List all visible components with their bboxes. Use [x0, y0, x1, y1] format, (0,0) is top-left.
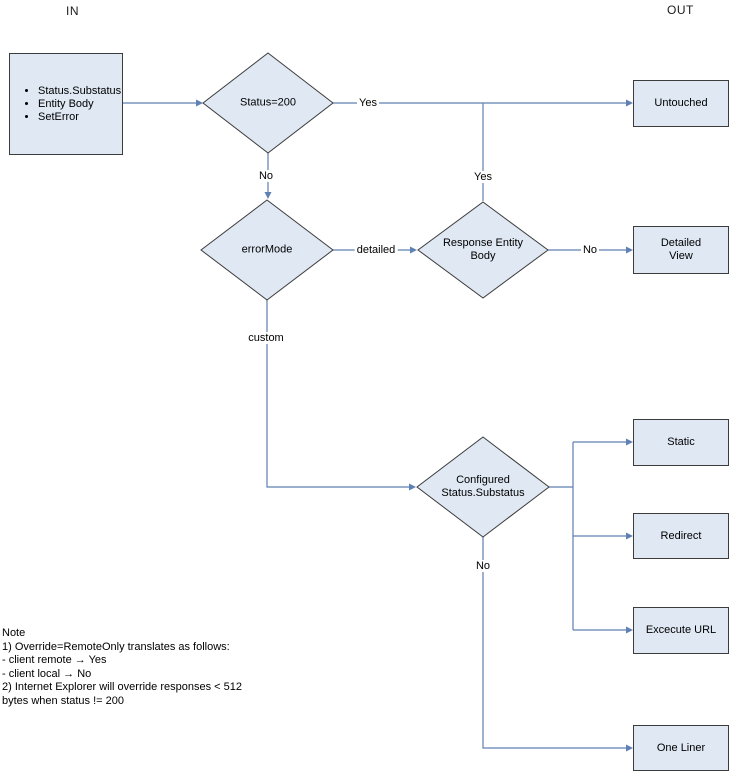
decision-response-entity-body-label: Response Entity Body — [442, 237, 524, 262]
note-line: bytes when status != 200 — [2, 694, 124, 707]
decision-configured-status-substatus-label: Configured Status.Substatus — [441, 474, 525, 499]
input-item-seterror: SetError — [38, 111, 122, 124]
arrowhead-to-static — [626, 438, 633, 446]
arrowhead-to-redirect — [626, 532, 633, 540]
output-one-liner: One Liner — [633, 725, 729, 771]
in-label: IN — [66, 4, 79, 18]
input-item-status-substatus: Status.Substatus — [38, 85, 122, 98]
note-line: Note — [2, 627, 26, 639]
note-line: 2) Internet Explorer will override respo… — [2, 681, 242, 693]
note-line: - client remote → Yes — [2, 654, 107, 666]
edge-label-mode-custom: custom — [246, 332, 286, 344]
arrowhead-no-to-one-liner — [626, 744, 633, 752]
edge-configured-no-to-one-liner — [482, 537, 626, 749]
arrowhead-no-to-detailed-view — [626, 246, 633, 254]
output-detailed-view-label: Detailed View — [660, 237, 702, 262]
output-detailed-view: Detailed View — [633, 226, 729, 274]
edge-configured-branch-trunk — [549, 442, 574, 630]
edge-label-status-yes: Yes — [357, 97, 379, 109]
output-execute-url: Excecute URL — [633, 607, 729, 654]
arrowhead-custom-to-configured — [409, 483, 416, 491]
edge-label-mode-detailed: detailed — [354, 244, 398, 256]
decision-configured-status-substatus — [416, 436, 550, 538]
arrowhead-no-to-errormode — [264, 192, 272, 199]
edge-label-entity-yes: Yes — [472, 171, 494, 183]
note-line: - client local → No — [2, 667, 92, 680]
input-list: Status.Substatus Entity Body SetError — [10, 85, 122, 124]
output-redirect: Redirect — [633, 513, 729, 559]
input-box: Status.Substatus Entity Body SetError — [9, 53, 123, 155]
decision-error-mode — [200, 199, 334, 301]
output-static: Static — [633, 419, 729, 466]
edge-label-entity-no: No — [580, 244, 600, 256]
note-line: 1) Override=RemoteOnly translates as fol… — [2, 640, 230, 653]
edge-errormode-custom-to-configured — [266, 300, 409, 488]
out-label: OUT — [667, 3, 694, 17]
output-untouched: Untouched — [633, 80, 729, 127]
decision-error-mode-label: errorMode — [241, 243, 293, 256]
decision-response-entity-body — [417, 201, 549, 299]
decision-status-200-label: Status=200 — [240, 96, 296, 109]
input-item-entity-body: Entity Body — [38, 98, 122, 111]
arrowhead-yes-to-untouched — [626, 99, 633, 107]
note-block: Note 1) Override=RemoteOnly translates a… — [2, 627, 242, 708]
arrowhead-input-to-status200 — [196, 99, 203, 107]
edge-label-configured-no: No — [473, 560, 493, 572]
edge-label-status-no: No — [256, 170, 276, 182]
arrowhead-to-execute-url — [626, 626, 633, 634]
arrowhead-detailed-to-response-entity — [410, 246, 417, 254]
decision-status-200 — [202, 52, 334, 154]
